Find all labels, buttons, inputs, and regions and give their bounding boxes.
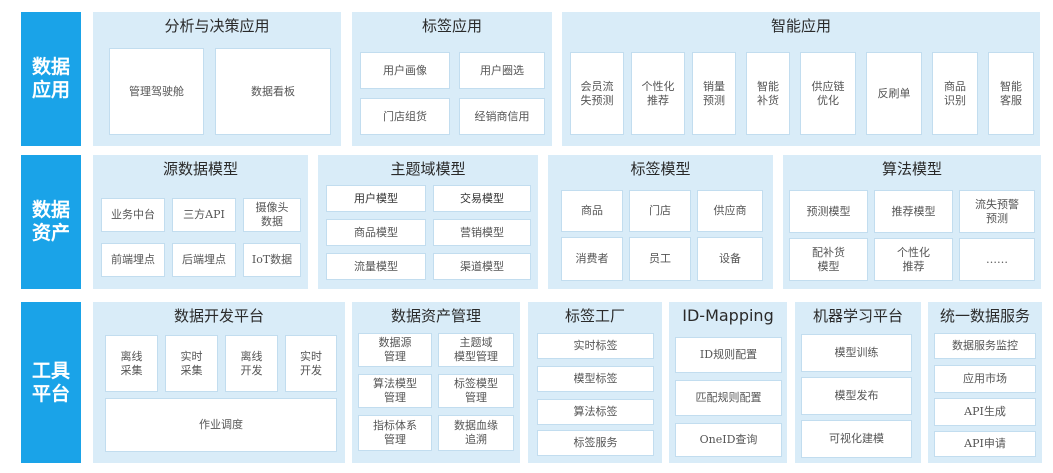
card-third-party-api: 三方API bbox=[172, 198, 236, 232]
card-datasource-management: 数据源 管理 bbox=[358, 333, 432, 367]
card-metric-system-management: 指标体系 管理 bbox=[358, 415, 432, 451]
card-sales-forecast: 销量 预测 bbox=[692, 52, 736, 135]
card-smart-replenishment: 智能 补货 bbox=[746, 52, 790, 135]
card-member-churn-prediction: 会员流 失预测 bbox=[570, 52, 624, 135]
card-realtime-collection: 实时 采集 bbox=[165, 335, 218, 392]
row-label-data-assets: 数据 资产 bbox=[21, 155, 81, 289]
card-marketing-model: 营销模型 bbox=[433, 219, 531, 246]
row-label-text: 数据 资产 bbox=[31, 199, 70, 244]
card-tag-supplier: 供应商 bbox=[697, 190, 763, 232]
card-tag-employee: 员工 bbox=[629, 237, 691, 281]
card-model-release: 模型发布 bbox=[801, 377, 912, 415]
card-iot-data: IoT数据 bbox=[243, 243, 301, 277]
card-supply-chain-optimization: 供应链 优化 bbox=[800, 52, 856, 135]
panel-title: 标签工厂 bbox=[564, 307, 625, 325]
panel-tag-model: 标签模型 商品 门店 供应商 消费者 员工 设备 bbox=[548, 155, 773, 289]
card-replenishment-model: 配补货 模型 bbox=[789, 238, 868, 281]
card-channel-model: 渠道模型 bbox=[433, 253, 531, 280]
card-model-training: 模型训练 bbox=[801, 334, 912, 372]
panel-title: 统一数据服务 bbox=[939, 307, 1030, 325]
card-api-application: API申请 bbox=[934, 431, 1036, 457]
card-algorithm-model-management: 算法模型 管理 bbox=[358, 374, 432, 408]
card-user-model: 用户模型 bbox=[326, 185, 426, 212]
card-dealer-credit: 经销商信用 bbox=[459, 98, 545, 135]
card-offline-collection: 离线 采集 bbox=[105, 335, 158, 392]
card-tag-device: 设备 bbox=[697, 237, 763, 281]
card-realtime-development: 实时 开发 bbox=[285, 335, 337, 392]
card-anti-fraud-order: 反刷单 bbox=[866, 52, 922, 135]
card-match-rule-config: 匹配规则配置 bbox=[675, 380, 782, 416]
panel-tag-factory: 标签工厂 实时标签 模型标签 算法标签 标签服务 bbox=[528, 302, 662, 463]
row-label-text: 工具 平台 bbox=[31, 359, 70, 405]
panel-title: 智能应用 bbox=[770, 17, 831, 35]
panel-source-data-model: 源数据模型 业务中台 三方API 摄像头 数据 前端埋点 后端埋点 IoT数据 bbox=[93, 155, 308, 289]
panel-title: 标签模型 bbox=[630, 160, 691, 178]
card-management-cockpit: 管理驾驶舱 bbox=[109, 48, 204, 135]
card-oneid-query: OneID查询 bbox=[675, 423, 782, 457]
card-user-selection: 用户圈选 bbox=[459, 52, 545, 89]
card-realtime-tag: 实时标签 bbox=[537, 333, 654, 359]
panel-unified-data-service: 统一数据服务 数据服务监控 应用市场 API生成 API申请 bbox=[928, 302, 1042, 463]
card-model-tag: 模型标签 bbox=[537, 366, 654, 392]
card-data-dashboard: 数据看板 bbox=[215, 48, 331, 135]
card-personalized-recommendation: 个性化 推荐 bbox=[631, 52, 685, 135]
panel-id-mapping: ID-Mapping ID规则配置 匹配规则配置 OneID查询 bbox=[669, 302, 787, 463]
row-label-text: 数据 应用 bbox=[31, 56, 70, 101]
card-product-recognition: 商品 识别 bbox=[932, 52, 978, 135]
card-data-lineage-tracing: 数据血缘 追溯 bbox=[438, 415, 514, 451]
panel-intelligent-application: 智能应用 会员流 失预测 个性化 推荐 销量 预测 智能 补货 供应链 优化 反… bbox=[562, 12, 1040, 146]
card-algorithm-tag: 算法标签 bbox=[537, 399, 654, 425]
card-tag-service: 标签服务 bbox=[537, 430, 654, 456]
card-data-service-monitoring: 数据服务监控 bbox=[934, 333, 1036, 359]
card-traffic-model: 流量模型 bbox=[326, 253, 426, 280]
panel-title: 源数据模型 bbox=[162, 160, 238, 178]
card-store-assortment: 门店组货 bbox=[360, 98, 450, 135]
panel-title: 标签应用 bbox=[421, 17, 482, 35]
card-frontend-tracking: 前端埋点 bbox=[101, 243, 165, 277]
card-transaction-model: 交易模型 bbox=[433, 185, 531, 212]
card-user-profile: 用户画像 bbox=[360, 52, 450, 89]
panel-algorithm-model: 算法模型 预测模型 推荐模型 流失预警 预测 配补货 模型 个性化 推荐 …… bbox=[783, 155, 1041, 289]
panel-title: 算法模型 bbox=[881, 160, 942, 178]
panel-title: 机器学习平台 bbox=[812, 307, 903, 325]
row-label-tool-platform: 工具 平台 bbox=[21, 302, 81, 463]
card-id-rule-config: ID规则配置 bbox=[675, 337, 782, 373]
panel-title: 数据开发平台 bbox=[173, 307, 264, 325]
card-subject-domain-model-management: 主题域 模型管理 bbox=[438, 333, 514, 367]
card-tag-product: 商品 bbox=[561, 190, 623, 232]
card-product-model: 商品模型 bbox=[326, 219, 426, 246]
card-business-middle-platform: 业务中台 bbox=[101, 198, 165, 232]
card-camera-data: 摄像头 数据 bbox=[243, 198, 301, 232]
card-smart-customer-service: 智能 客服 bbox=[988, 52, 1034, 135]
card-personalized-recommendation-model: 个性化 推荐 bbox=[874, 238, 953, 281]
card-application-market: 应用市场 bbox=[934, 365, 1036, 393]
card-tag-store: 门店 bbox=[629, 190, 691, 232]
card-job-scheduling: 作业调度 bbox=[105, 398, 337, 452]
panel-title: 主题域模型 bbox=[390, 160, 466, 178]
panel-data-development-platform: 数据开发平台 离线 采集 实时 采集 离线 开发 实时 开发 作业调度 bbox=[93, 302, 345, 463]
panel-analysis-decision: 分析与决策应用 管理驾驶舱 数据看板 bbox=[93, 12, 341, 146]
panel-data-asset-management: 数据资产管理 数据源 管理 主题域 模型管理 算法模型 管理 标签模型 管理 指… bbox=[352, 302, 520, 463]
card-more-ellipsis: …… bbox=[959, 238, 1035, 281]
row-label-data-application: 数据 应用 bbox=[21, 12, 81, 146]
panel-machine-learning-platform: 机器学习平台 模型训练 模型发布 可视化建模 bbox=[795, 302, 921, 463]
panel-title: ID-Mapping bbox=[682, 306, 774, 325]
card-api-generation: API生成 bbox=[934, 398, 1036, 426]
panel-subject-domain-model: 主题域模型 用户模型 交易模型 商品模型 营销模型 流量模型 渠道模型 bbox=[318, 155, 538, 289]
card-offline-development: 离线 开发 bbox=[225, 335, 278, 392]
card-recommendation-model: 推荐模型 bbox=[874, 190, 953, 233]
card-prediction-model: 预测模型 bbox=[789, 190, 868, 233]
card-backend-tracking: 后端埋点 bbox=[172, 243, 236, 277]
card-tag-consumer: 消费者 bbox=[561, 237, 623, 281]
panel-title: 分析与决策应用 bbox=[164, 17, 270, 35]
panel-tag-application: 标签应用 用户画像 用户圈选 门店组货 经销商信用 bbox=[352, 12, 552, 146]
panel-title: 数据资产管理 bbox=[390, 307, 481, 325]
card-visual-modeling: 可视化建模 bbox=[801, 420, 912, 458]
card-churn-warning-prediction: 流失预警 预测 bbox=[959, 190, 1035, 233]
card-tag-model-management: 标签模型 管理 bbox=[438, 374, 514, 408]
